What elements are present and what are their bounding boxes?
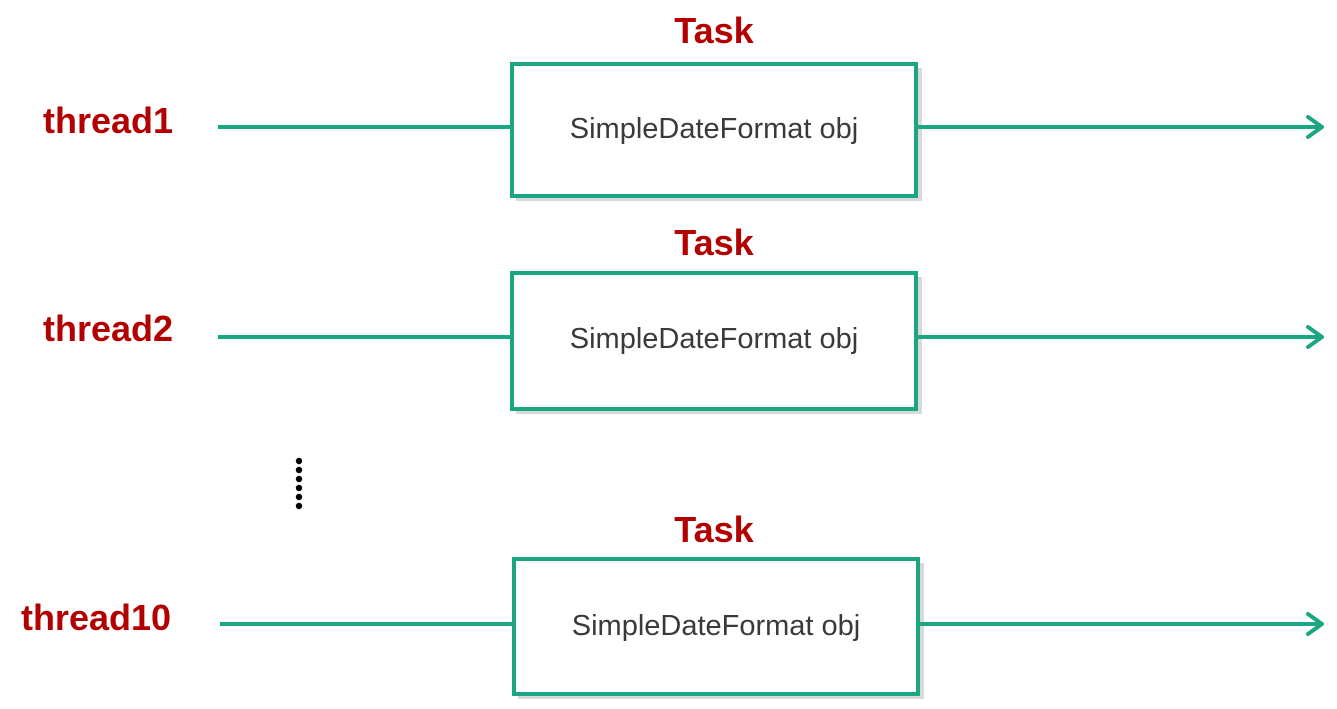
thread-label: thread2	[43, 308, 173, 349]
object-label: SimpleDateFormat obj	[570, 323, 859, 355]
task-label: Task	[674, 222, 754, 263]
arrow-head-icon	[1306, 612, 1324, 636]
task-label: Task	[674, 10, 754, 51]
task-box	[510, 271, 918, 411]
task-box	[512, 557, 920, 696]
ellipsis-dot	[295, 457, 303, 465]
object-label: SimpleDateFormat obj	[570, 113, 859, 145]
ellipsis-dot	[295, 484, 303, 492]
ellipsis-dot	[295, 475, 303, 483]
thread-label: thread1	[43, 100, 173, 141]
task-box	[510, 62, 918, 198]
row-thread10: Task thread10 SimpleDateFormat obj	[21, 509, 1324, 699]
object-label: SimpleDateFormat obj	[572, 610, 861, 642]
ellipsis-dot	[295, 493, 303, 501]
ellipsis-dot	[295, 466, 303, 474]
row-thread2: Task thread2 SimpleDateFormat obj	[43, 222, 1324, 414]
arrow-head-icon	[1306, 115, 1324, 139]
task-label: Task	[674, 509, 754, 550]
thread-label: thread10	[21, 597, 171, 638]
row-thread1: Task thread1 SimpleDateFormat obj	[43, 10, 1324, 201]
arrow-head-icon	[1306, 325, 1324, 349]
vertical-ellipsis-icon	[295, 457, 303, 510]
ellipsis-dot	[295, 502, 303, 510]
